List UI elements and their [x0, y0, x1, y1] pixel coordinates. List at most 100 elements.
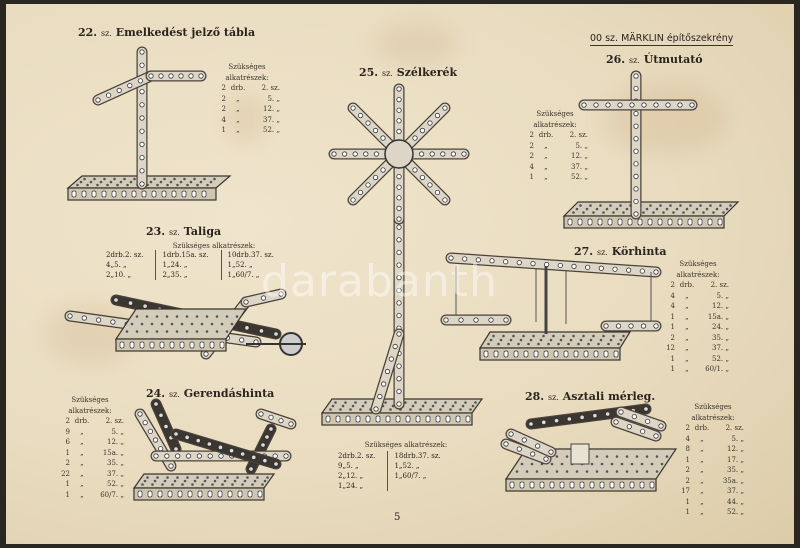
parts-row: 2„12. „: [338, 472, 364, 480]
metal-strip: [347, 102, 397, 152]
parts-row: 6„12. „: [65, 438, 124, 446]
metal-strip: [145, 70, 207, 82]
parts-row: 2„35. „: [670, 333, 729, 342]
parts-row: 1„52. „: [394, 462, 420, 470]
parts-row: 4„5. „: [106, 261, 127, 269]
parts-row: 12„37. „: [666, 344, 729, 352]
hub: [384, 139, 414, 169]
parts-row: 1„60/7. „: [227, 271, 260, 279]
base-plate: [114, 308, 248, 352]
parts-row: 2„35a. „: [685, 476, 744, 485]
parts-row: 1„44. „: [685, 497, 744, 506]
base-plate: [66, 175, 232, 201]
parts-row: 1„24. „: [670, 323, 729, 331]
parts-row: 1„52. „: [529, 173, 588, 181]
construction-illustrations: [64, 46, 740, 501]
parts-column: 1drb.15a. sz. 1„24. „ 2„35. „: [155, 250, 214, 280]
weight-block: [570, 443, 590, 465]
parts-row: 18drb.37. sz.: [394, 452, 441, 460]
parts-row: 1„24. „: [162, 261, 188, 269]
model-23-title: 23. sz. Taliga: [146, 225, 222, 238]
parts-row: 2drb.2. sz.: [338, 452, 376, 460]
model-22-title: 22. sz. Emelkedést jelző tábla: [78, 26, 256, 39]
parts-row: 4„5. „: [685, 434, 744, 443]
parts-row: 1„52. „: [227, 261, 253, 269]
parts-row: 1„52. „: [221, 126, 280, 134]
model-25-parts: 2drb.2. sz.9„5. „2„12. „1„24. „18drb.37.…: [332, 451, 447, 491]
parts-row: 2„10. „: [106, 271, 132, 279]
parts-row: 2„12. „: [221, 105, 280, 113]
parts-column: 2drb.2. sz.4„5. „2„10. „: [100, 250, 149, 280]
metal-strip: [255, 408, 297, 430]
base-plate: [562, 201, 740, 229]
parts-row: 4„12. „: [670, 302, 729, 310]
parts-row: 1„52. „: [670, 354, 729, 363]
parts-row: 1„52. „: [685, 508, 744, 516]
metal-strip: [615, 406, 667, 432]
parts-row: 17„37. „: [681, 487, 744, 495]
parts-row: 2„35. „: [162, 271, 188, 279]
parts-row: 22„37. „: [61, 469, 124, 478]
parts-row: 2„35. „: [65, 459, 124, 467]
set-header: 00 sz. MÄRKLIN építőszekrény: [590, 33, 734, 46]
metal-strip: [170, 428, 282, 470]
model-23-parts-heading: Szükséges alkatrészek:: [172, 242, 256, 250]
metal-strip: [370, 328, 405, 415]
parts-row: 2„12. „: [529, 152, 588, 160]
metal-strip: [401, 102, 451, 152]
parts-row: 2„35. „: [685, 466, 744, 474]
parts-row: 1„60/7. „: [394, 472, 427, 480]
parts-row: 4„37. „: [529, 162, 588, 171]
metal-strip: [405, 148, 470, 160]
parts-row: 4„5. „: [670, 291, 729, 300]
parts-column: 10drb.37. sz. 1„52. „ 1„60/7. „: [220, 250, 280, 280]
model-24-title: 24. sz. Gerendáshinta: [146, 387, 275, 400]
parts-row: 10drb.37. sz.: [227, 251, 274, 259]
metal-strip: [505, 428, 557, 458]
parts-row: 2„5. „: [529, 141, 588, 150]
metal-strip: [610, 416, 662, 442]
model-25-parts-heading: Szükséges alkatrészek:: [364, 441, 448, 449]
booklet-page: darabanth 00 sz. MÄRKLIN építőszekrény 2…: [6, 4, 794, 544]
page-number: 5: [394, 512, 401, 523]
parts-row: 1„60/7. „: [65, 490, 124, 499]
model-26-title: 26. sz. Útmutató: [606, 53, 703, 66]
metal-strip: [630, 70, 642, 220]
parts-row: 2„5. „: [221, 94, 280, 103]
metal-strip: [578, 99, 698, 111]
model-23-parts: 2drb.2. sz.4„5. „2„10. „1drb.15a. sz.1„2…: [100, 250, 280, 280]
parts-row: 9„5. „: [338, 462, 359, 470]
parts-row: 1„15a. „: [670, 312, 729, 321]
metal-strip: [393, 83, 405, 148]
parts-row: 1drb.15a. sz.: [162, 251, 209, 259]
parts-row: 1„52. „: [65, 480, 124, 488]
parts-row: 1„17. „: [685, 455, 744, 464]
base-plate: [478, 331, 632, 361]
metal-strip: [401, 156, 451, 206]
metal-strip: [150, 398, 182, 455]
parts-column: 18drb.37. sz. 1„52. „ 1„60/7. „: [387, 451, 446, 491]
parts-row: 8„12. „: [685, 445, 744, 453]
model-27-title: 27. sz. Körhinta: [574, 245, 667, 258]
metal-strip: [393, 160, 405, 225]
parts-row: 9„5. „: [65, 427, 124, 436]
metal-strip: [445, 252, 662, 278]
metal-strip: [136, 46, 148, 190]
metal-strip: [347, 156, 397, 206]
parts-row: 1„60/1. „: [670, 365, 729, 373]
metal-strip: [240, 288, 287, 308]
model-28-title: 28. sz. Asztali mérleg.: [525, 390, 656, 403]
